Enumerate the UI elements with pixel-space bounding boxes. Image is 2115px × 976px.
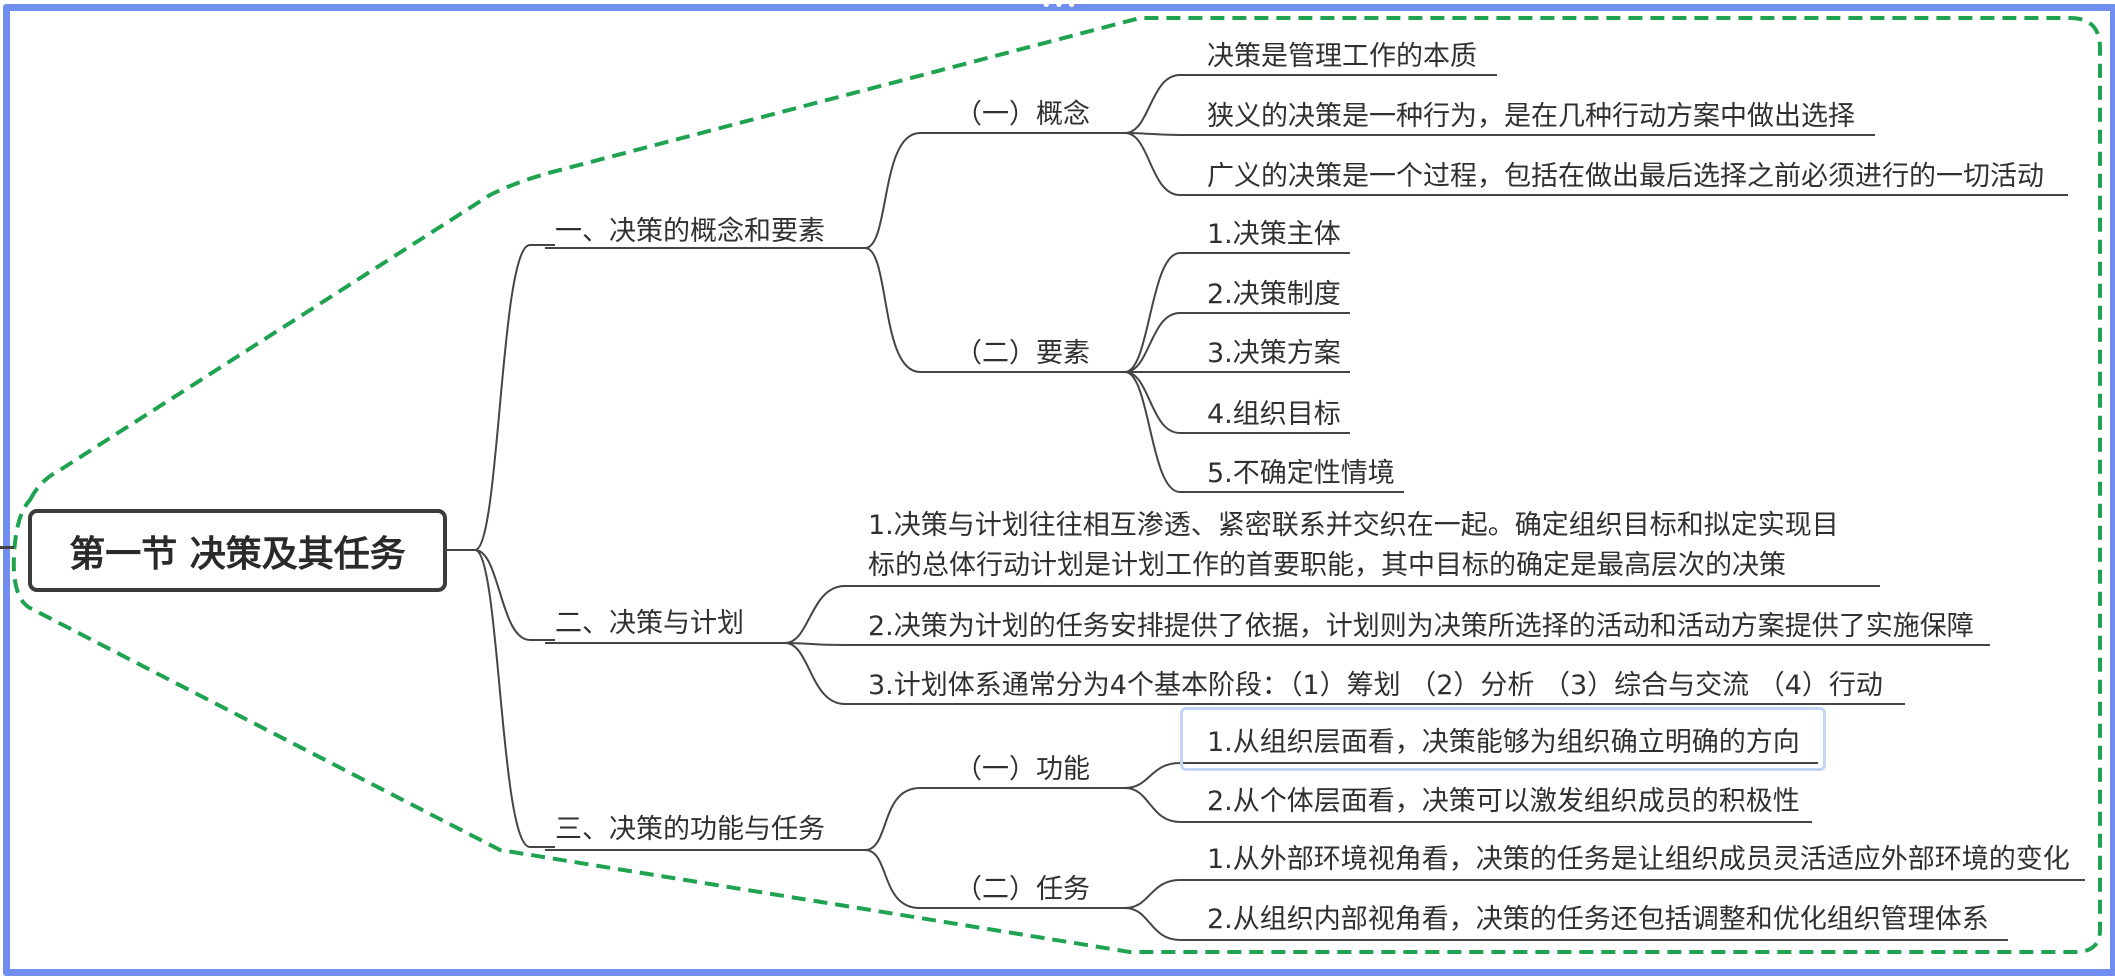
topic-function[interactable]: （一）功能 — [955, 754, 1090, 785]
leaf-plan-3[interactable]: 3.计划体系通常分为4个基本阶段：（1）筹划 （2）分析 （3）综合与交流 （4… — [868, 670, 1883, 701]
collapse-handle[interactable] — [0, 546, 14, 549]
topic-function-and-task[interactable]: 三、决策的功能与任务 — [555, 814, 825, 845]
root-topic-label: 第一节 决策及其任务 — [69, 533, 406, 575]
leaf-plan-2[interactable]: 2.决策为计划的任务安排提供了依据，计划则为决策所选择的活动和活动方案提供了实施… — [868, 611, 1974, 642]
link-task-2 — [1124, 907, 1200, 941]
leaf-function-2[interactable]: 2.从个体层面看，决策可以激发组织成员的积极性 — [1207, 786, 1800, 817]
leaf-elements-3[interactable]: 3.决策方案 — [1207, 338, 1341, 369]
link-b3-task — [864, 849, 950, 909]
leaf-concept-1[interactable]: 决策是管理工作的本质 — [1207, 41, 1477, 72]
link-root-b1 — [447, 244, 555, 551]
link-function-2 — [1124, 787, 1200, 823]
topic-task[interactable]: （二）任务 — [955, 874, 1090, 905]
link-root-b3 — [447, 549, 555, 848]
link-task-1 — [1124, 879, 1200, 909]
leaf-elements-4[interactable]: 4.组织目标 — [1207, 399, 1341, 430]
leaf-elements-1[interactable]: 1.决策主体 — [1207, 219, 1341, 250]
leaf-task-1[interactable]: 1.从外部环境视角看，决策的任务是让组织成员灵活适应外部环境的变化 — [1207, 844, 2070, 875]
link-b3-function — [864, 787, 950, 851]
link-b2-1 — [784, 585, 865, 644]
link-elements-1 — [1124, 252, 1200, 373]
link-concept-3 — [1124, 132, 1200, 196]
link-function-1 — [1124, 762, 1200, 789]
leaf-elements-5[interactable]: 5.不确定性情境 — [1207, 458, 1395, 489]
topic-elements[interactable]: （二）要素 — [955, 338, 1090, 369]
link-b2-2 — [784, 642, 865, 646]
link-b2-3 — [784, 642, 865, 705]
link-root-b2 — [447, 549, 555, 641]
link-elements-2 — [1124, 312, 1200, 373]
leaf-function-1[interactable]: 1.从组织层面看，决策能够为组织确立明确的方向 — [1207, 727, 1800, 758]
summary-boundary — [11, 16, 2102, 954]
topic-decision-and-plan[interactable]: 二、决策与计划 — [555, 608, 744, 639]
leaf-elements-2[interactable]: 2.决策制度 — [1207, 279, 1341, 310]
selection-highlight — [1180, 707, 1826, 771]
leaf-task-2[interactable]: 2.从组织内部视角看，决策的任务还包括调整和优化组织管理体系 — [1207, 904, 1989, 935]
leaf-concept-3[interactable]: 广义的决策是一个过程，包括在做出最后选择之前必须进行的一切活动 — [1207, 161, 2044, 192]
link-concept-2 — [1124, 132, 1200, 136]
link-elements-5 — [1124, 371, 1200, 493]
link-concept-1 — [1124, 74, 1200, 134]
link-elements-4 — [1124, 371, 1200, 434]
link-b1-concept — [864, 132, 950, 249]
leaf-plan-1[interactable]: 1.决策与计划往往相互渗透、紧密联系并交织在一起。确定组织目标和拟定实现目标的总… — [868, 510, 1839, 581]
topic-concept[interactable]: （一）概念 — [955, 99, 1090, 130]
root-topic[interactable]: 第一节 决策及其任务 — [28, 509, 447, 592]
leaf-concept-2[interactable]: 狭义的决策是一种行为，是在几种行动方案中做出选择 — [1207, 101, 1855, 132]
link-b1-elements — [864, 247, 950, 373]
topic-concept-and-elements[interactable]: 一、决策的概念和要素 — [555, 216, 825, 247]
